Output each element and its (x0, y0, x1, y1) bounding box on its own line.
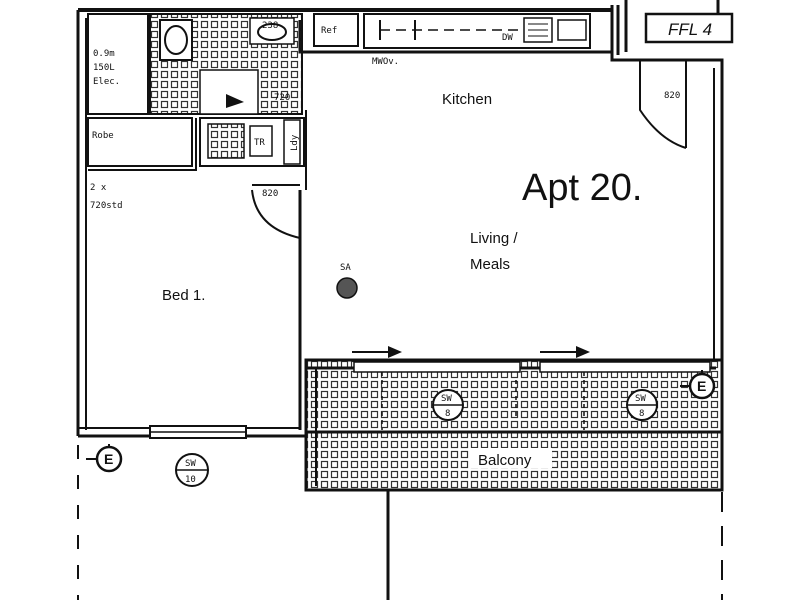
living-label-line1: Living / (470, 230, 518, 247)
tr-label: TR (254, 138, 265, 148)
bath-dim-b: 720 (274, 93, 290, 103)
smoke-alarm-symbol (336, 277, 358, 299)
dw-label: DW (502, 33, 513, 43)
window-num-1: 8 (445, 409, 450, 419)
apartment-title: Apt 20. (522, 167, 642, 209)
window-code-3: SW (185, 459, 196, 469)
lower-edge-lines (77, 445, 723, 600)
outer-walls (76, 0, 724, 438)
robe (87, 117, 197, 171)
sliding-door-arrows (352, 346, 590, 358)
ldy-label: Ldy (290, 134, 300, 151)
window-num-2: 8 (639, 409, 644, 419)
wardrobe-label-line1: 2 x (90, 183, 107, 193)
robe-label: Robe (92, 131, 114, 141)
bath-dim-a: 238 (262, 21, 278, 31)
doors (251, 60, 687, 239)
living-label-line2: Meals (470, 256, 510, 273)
laundry (199, 117, 305, 167)
ref-label: Ref (321, 26, 337, 36)
bed-window (149, 425, 247, 439)
balcony (304, 358, 724, 492)
ffl-label: FFL 4 (668, 20, 712, 39)
kitchen-label: Kitchen (442, 91, 492, 108)
ffl-box (644, 12, 734, 44)
bed-door-label: 820 (262, 189, 278, 199)
window-tag-circles (175, 389, 658, 487)
elevation-marker-right (680, 370, 716, 400)
elevation-marker-left (86, 444, 123, 473)
mw-label: MWOv. (372, 57, 399, 67)
elevation-marker-right-label: E (697, 378, 706, 394)
wardrobe-label-line2: 720std (90, 201, 123, 211)
bathroom (87, 13, 303, 115)
smoke-alarm-label: SA (340, 263, 351, 273)
hw-label-line2: 150L (93, 63, 115, 73)
kitchen-bench (313, 13, 591, 49)
balcony-label: Balcony (478, 452, 532, 469)
hw-label-line1: 0.9m (93, 49, 115, 59)
window-code-1: SW (441, 394, 452, 404)
entry-door-label: 820 (664, 91, 680, 101)
bed-label: Bed 1. (162, 287, 205, 304)
elevation-marker-left-label: E (104, 451, 113, 467)
hw-label-line3: Elec. (93, 77, 120, 87)
window-num-3: 10 (185, 475, 196, 485)
window-code-2: SW (635, 394, 646, 404)
